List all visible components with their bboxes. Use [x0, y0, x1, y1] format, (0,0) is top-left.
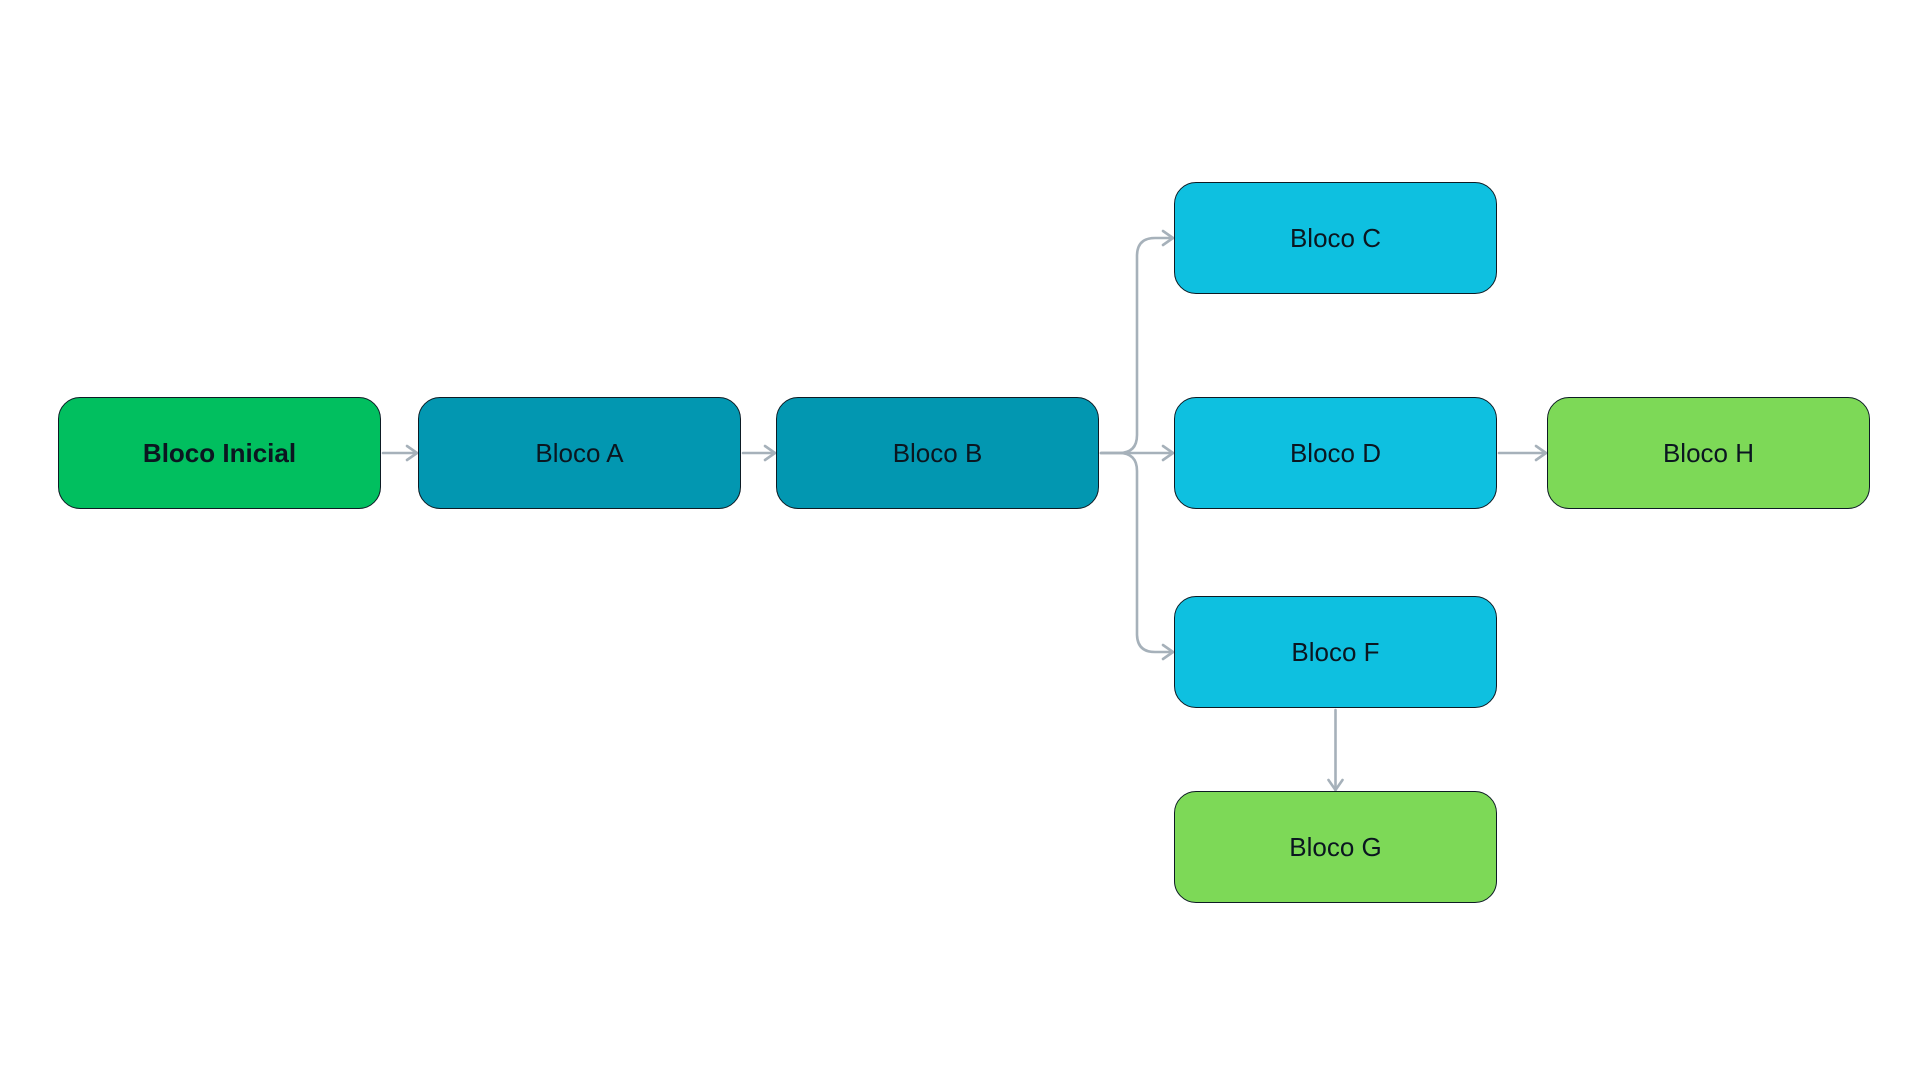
arrowhead-icon	[1161, 229, 1175, 247]
node-bloco-b[interactable]: Bloco B	[776, 397, 1099, 509]
connector-b-to-f	[1099, 451, 1175, 661]
node-label: Bloco G	[1289, 831, 1382, 862]
connector-a-to-b	[741, 444, 777, 462]
connector-d-to-h	[1497, 444, 1548, 462]
node-bloco-c[interactable]: Bloco C	[1174, 182, 1497, 294]
arrowhead-icon	[1161, 643, 1175, 661]
node-label: Bloco H	[1662, 437, 1755, 468]
arrowhead-icon	[405, 444, 419, 462]
arrowhead-icon	[763, 444, 777, 462]
connector-line	[1099, 236, 1175, 455]
node-bloco-a[interactable]: Bloco A	[418, 397, 741, 509]
node-label: Bloco D	[1289, 437, 1382, 468]
arrowhead-icon	[1161, 444, 1175, 462]
node-bloco-f[interactable]: Bloco F	[1174, 596, 1497, 708]
node-label: Bloco C	[1289, 222, 1382, 253]
connector-b-to-d	[1099, 444, 1175, 462]
connector-start-to-a	[381, 444, 419, 462]
node-label: Bloco Inicial	[142, 437, 297, 468]
connector-line	[1099, 451, 1175, 654]
node-bloco-h[interactable]: Bloco H	[1547, 397, 1870, 509]
node-label: Bloco F	[1291, 636, 1380, 667]
arrowhead-icon	[1327, 778, 1344, 792]
node-bloco-g[interactable]: Bloco G	[1174, 791, 1497, 903]
node-bloco-inicial[interactable]: Bloco Inicial	[58, 397, 381, 509]
arrowhead-icon	[1534, 444, 1548, 462]
node-bloco-d[interactable]: Bloco D	[1174, 397, 1497, 509]
connector-f-to-g	[1327, 708, 1344, 792]
connector-b-to-c	[1099, 229, 1175, 455]
node-label: Bloco B	[892, 437, 983, 468]
node-label: Bloco A	[535, 437, 624, 468]
